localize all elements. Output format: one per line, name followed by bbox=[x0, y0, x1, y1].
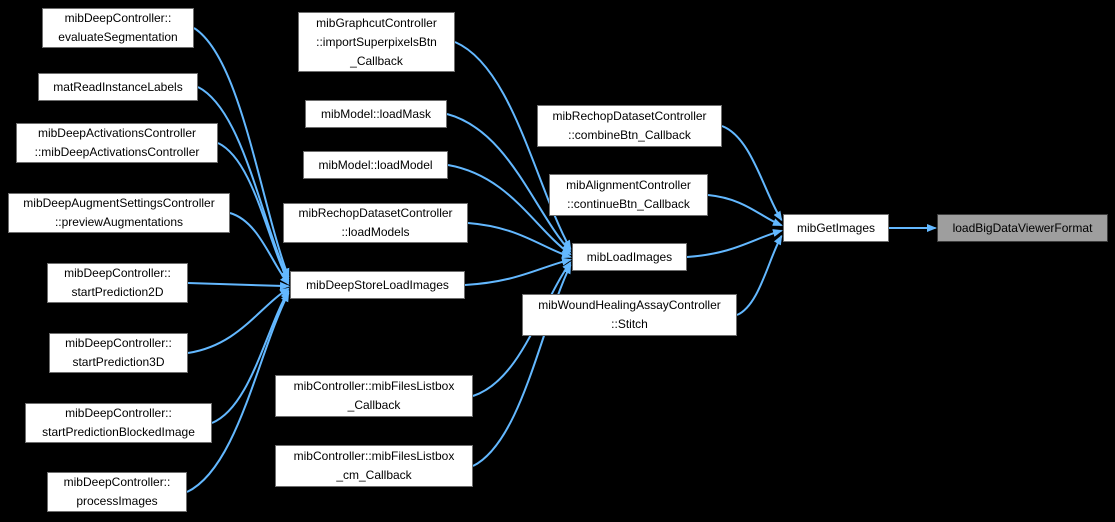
edges-group bbox=[186, 27, 937, 493]
node-mat-read-instance-labels[interactable]: matReadInstanceLabels bbox=[38, 73, 198, 101]
node-deep-store-load-images[interactable]: mibDeepStoreLoadImages bbox=[290, 271, 465, 299]
edge-deep-store-load-images-to-load-images bbox=[464, 257, 572, 286]
node-process-images[interactable]: mibDeepController:: processImages bbox=[47, 472, 187, 512]
edge-preview-augmentations-to-deep-store-load-images bbox=[229, 212, 290, 286]
node-stitch[interactable]: mibWoundHealingAssayController ::Stitch bbox=[522, 294, 737, 336]
edge-load-model-to-load-images bbox=[447, 164, 572, 256]
node-preview-augmentations[interactable]: mibDeepAugmentSettingsController ::previ… bbox=[8, 193, 230, 233]
edge-process-images-to-deep-store-load-images bbox=[186, 291, 290, 493]
edge-continue-btn-callback-to-get-images bbox=[707, 194, 783, 227]
node-load-model[interactable]: mibModel::loadModel bbox=[303, 151, 448, 179]
edge-start-prediction-3d-to-deep-store-load-images bbox=[187, 287, 290, 354]
node-load-big-data-viewer-format[interactable]: loadBigDataViewerFormat bbox=[937, 214, 1108, 242]
node-files-listbox-cm-callback[interactable]: mibController::mibFilesListbox _cm_Callb… bbox=[275, 445, 473, 487]
edge-import-superpixels-btn-callback-to-load-images bbox=[454, 41, 572, 251]
node-start-prediction-3d[interactable]: mibDeepController:: startPrediction3D bbox=[49, 333, 188, 373]
edge-evaluate-segmentation-to-deep-store-load-images bbox=[193, 27, 290, 279]
node-deep-activations-controller[interactable]: mibDeepActivationsController ::mibDeepAc… bbox=[16, 123, 218, 163]
node-evaluate-segmentation[interactable]: mibDeepController:: evaluateSegmentation bbox=[42, 8, 194, 48]
node-files-listbox-callback[interactable]: mibController::mibFilesListbox _Callback bbox=[275, 375, 473, 417]
edge-files-listbox-cm-callback-to-load-images bbox=[472, 263, 572, 467]
node-get-images[interactable]: mibGetImages bbox=[783, 214, 889, 242]
node-load-mask[interactable]: mibModel::loadMask bbox=[305, 100, 447, 128]
node-load-models[interactable]: mibRechopDatasetController ::loadModels bbox=[283, 203, 468, 243]
edge-files-listbox-callback-to-load-images bbox=[472, 261, 572, 397]
node-import-superpixels-btn-callback[interactable]: mibGraphcutController ::importSuperpixel… bbox=[298, 12, 455, 72]
node-continue-btn-callback[interactable]: mibAlignmentController ::continueBtn_Cal… bbox=[549, 174, 708, 216]
edge-combine-btn-callback-to-get-images bbox=[721, 125, 783, 222]
node-start-prediction-2d[interactable]: mibDeepController:: startPrediction2D bbox=[47, 263, 188, 303]
edge-load-mask-to-load-images bbox=[446, 113, 572, 253]
edge-stitch-to-get-images bbox=[736, 234, 783, 316]
node-load-images[interactable]: mibLoadImages bbox=[572, 243, 687, 271]
node-combine-btn-callback[interactable]: mibRechopDatasetController ::combineBtn_… bbox=[537, 105, 722, 147]
edge-load-models-to-load-images bbox=[467, 222, 572, 259]
edge-mat-read-instance-labels-to-deep-store-load-images bbox=[197, 86, 290, 281]
edge-deep-activations-controller-to-deep-store-load-images bbox=[217, 142, 290, 283]
node-start-prediction-blocked-image[interactable]: mibDeepController:: startPredictionBlock… bbox=[25, 403, 212, 443]
edge-start-prediction-blocked-image-to-deep-store-load-images bbox=[211, 289, 290, 424]
edge-start-prediction-2d-to-deep-store-load-images bbox=[187, 281, 290, 290]
edge-load-images-to-get-images bbox=[686, 229, 783, 258]
